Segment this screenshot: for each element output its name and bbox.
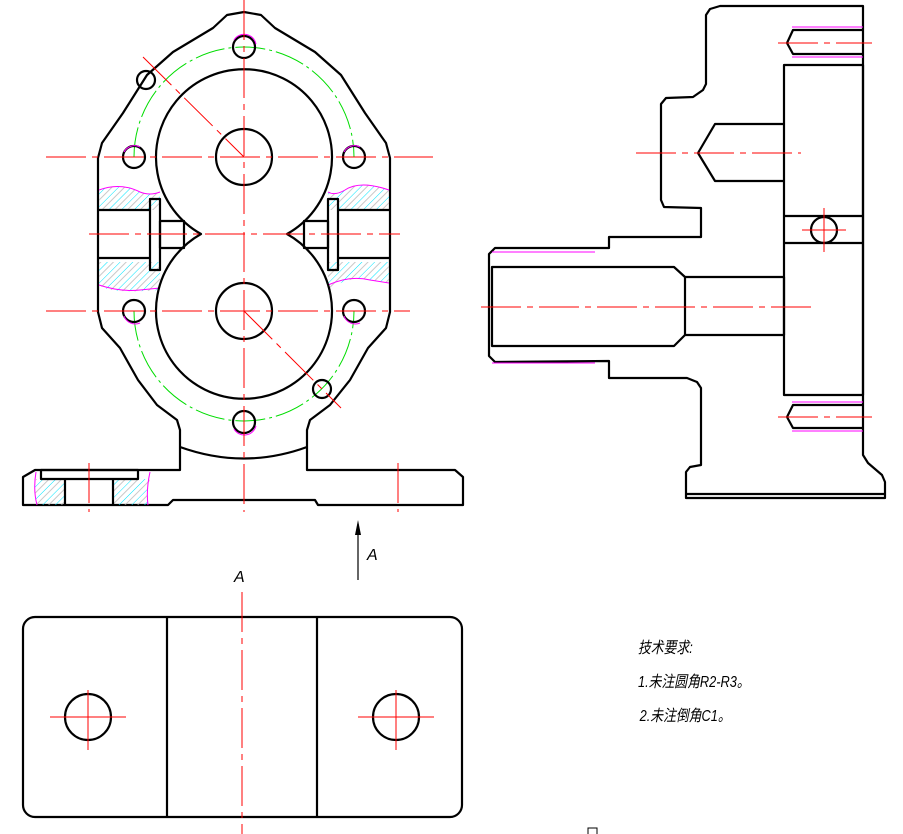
technical-requirements: 技术要求: 1.未注圆角R2-R3。 2.未注倒角C1。 — [638, 632, 750, 734]
side-section-view — [481, 4, 887, 500]
pin-hole — [135, 69, 157, 91]
body-outline — [21, 10, 465, 507]
bottom-view-A — [21, 592, 464, 834]
pin-hole — [311, 378, 333, 400]
view-arrow-label: A — [366, 547, 378, 564]
break-lines — [98, 184, 390, 291]
front-view — [21, 0, 465, 512]
right-bore — [302, 197, 390, 272]
gear-chamber — [782, 63, 865, 397]
notes-title: 技术要求: — [638, 640, 693, 657]
threaded-bore — [490, 265, 786, 348]
front-centerlines — [46, 0, 433, 512]
note-item: 2.未注倒角C1。 — [639, 708, 731, 725]
right-section-hatch — [328, 185, 389, 290]
note-item: 1.未注圆角R2-R3。 — [638, 674, 750, 691]
view-arrow: A — [355, 520, 378, 580]
left-section-hatch — [99, 186, 160, 292]
top-screw-hole — [785, 28, 863, 56]
base-section-hatch — [34, 479, 150, 505]
small-marker — [587, 827, 598, 834]
section-outline — [487, 4, 887, 500]
view-title: A — [233, 569, 245, 586]
side-centerlines — [481, 42, 872, 418]
neck-line — [179, 445, 308, 460]
